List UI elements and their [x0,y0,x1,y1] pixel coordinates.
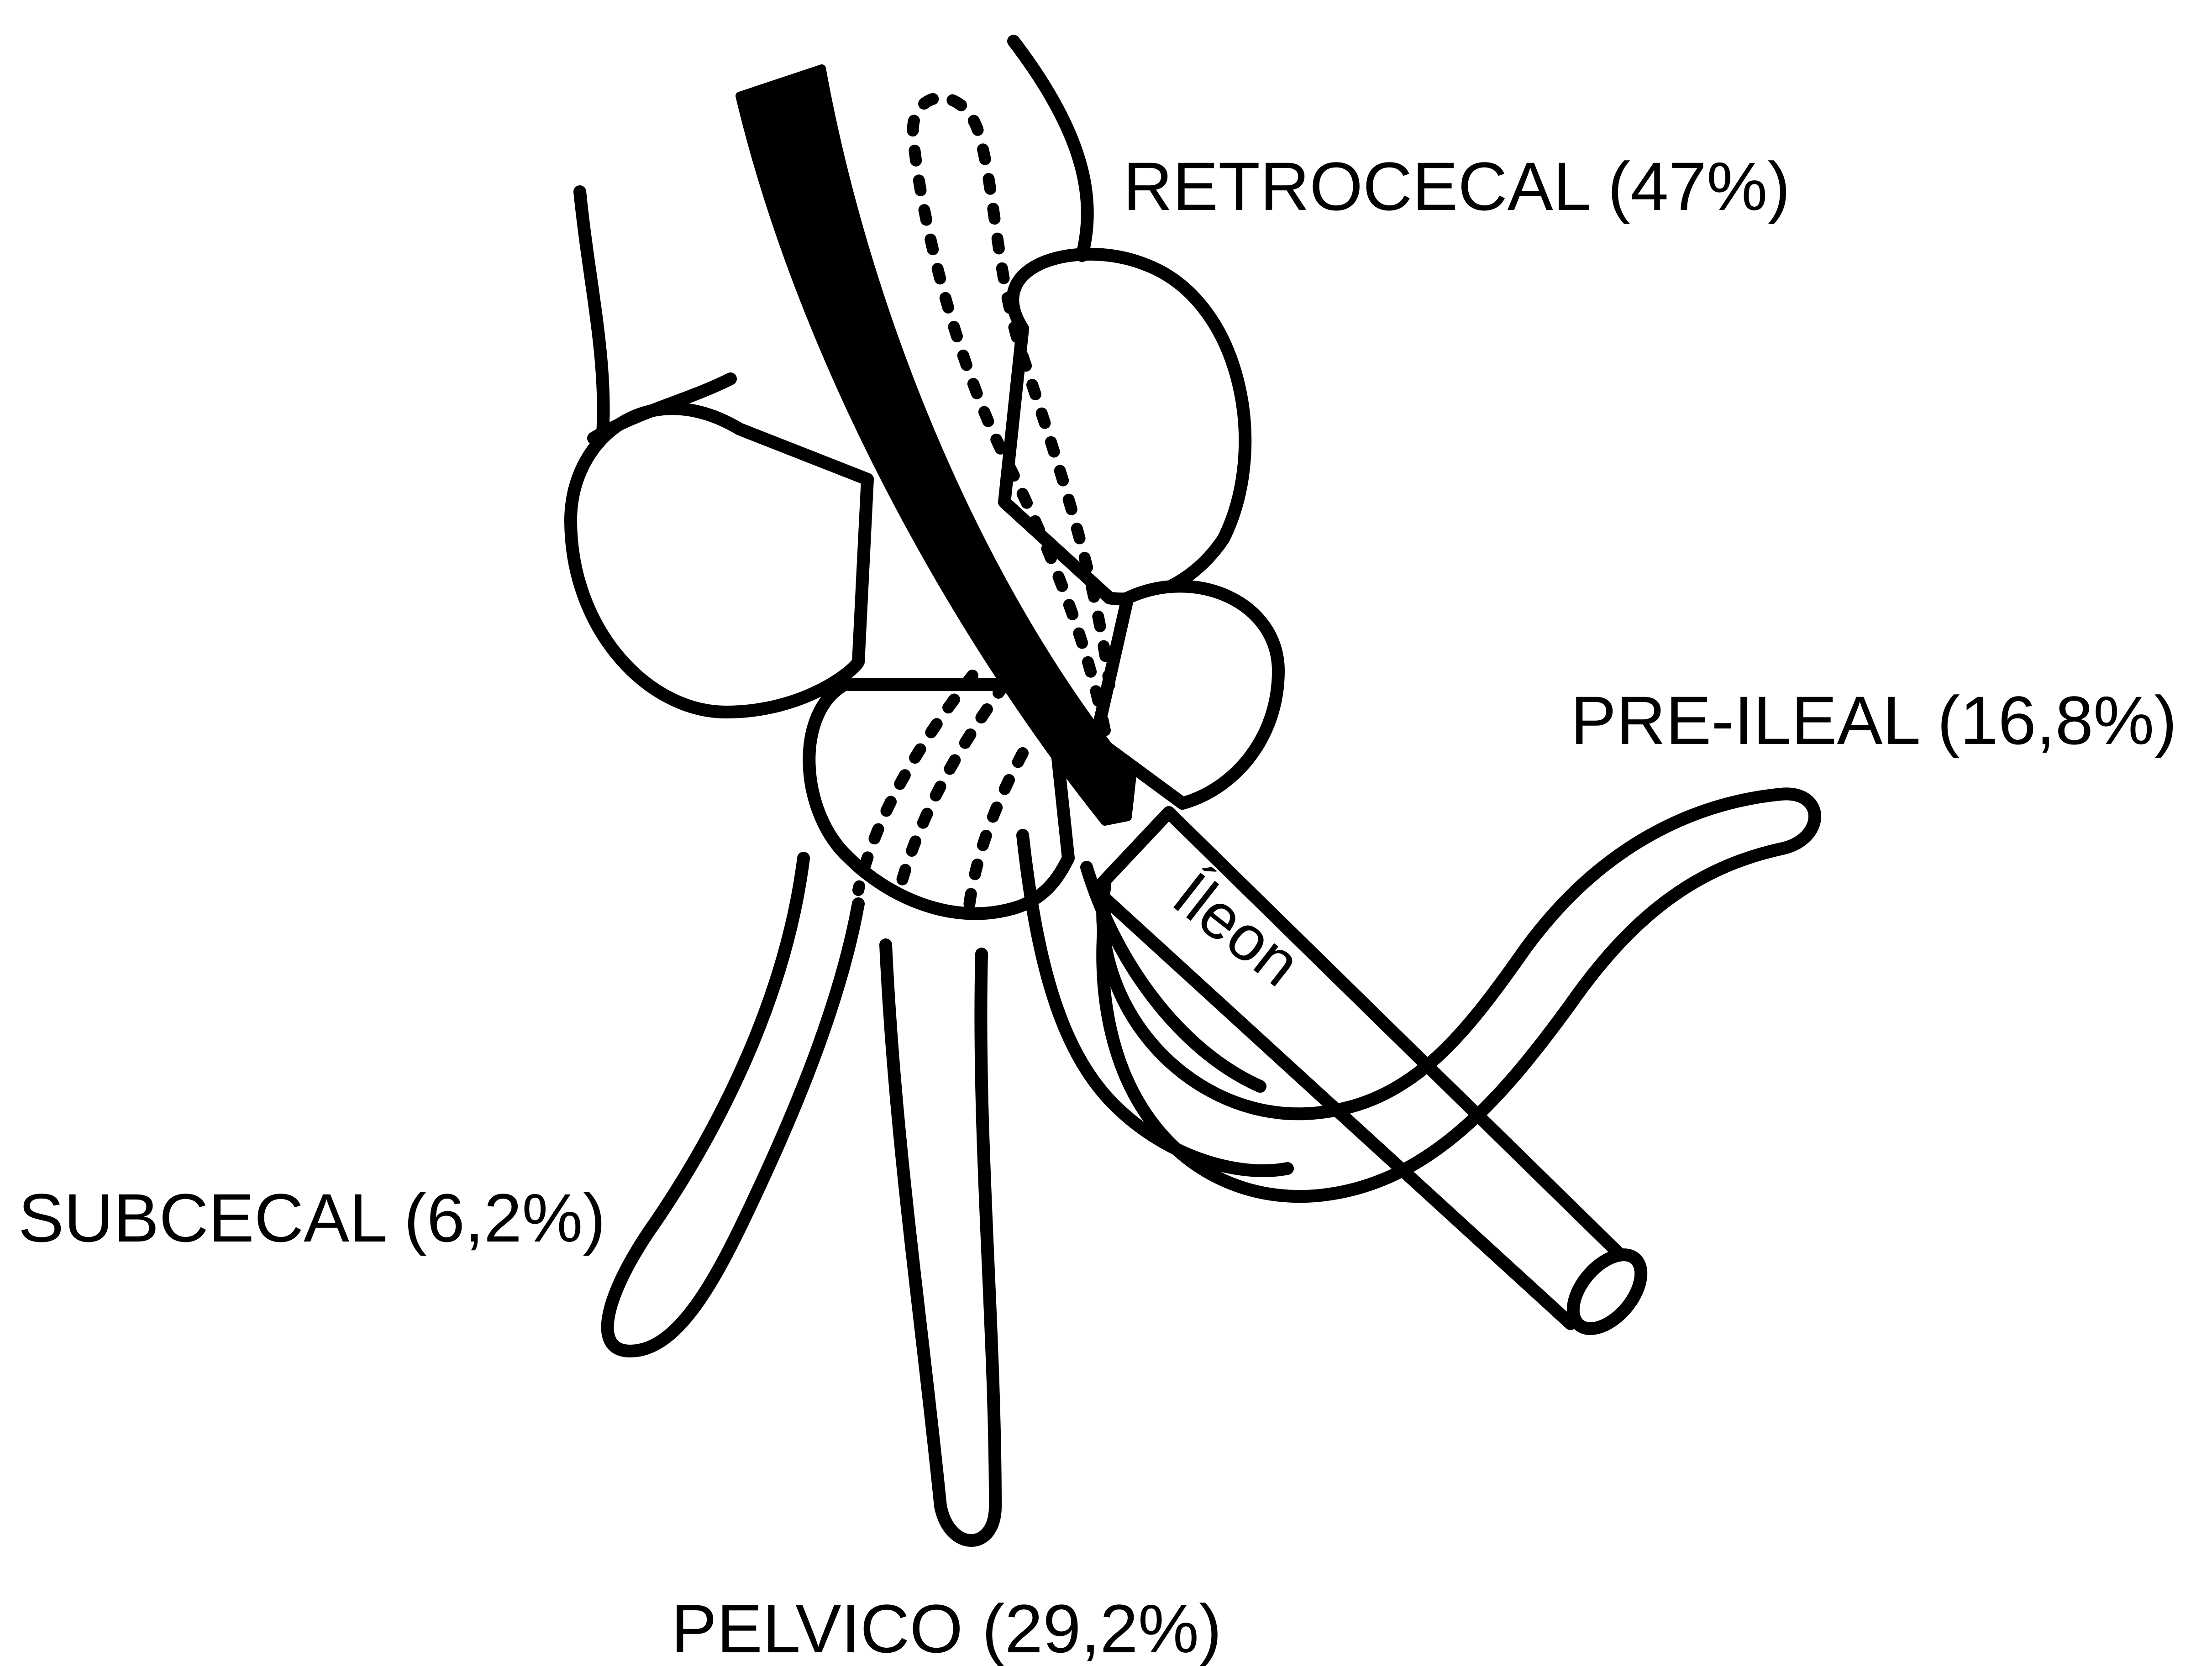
pelvic-appendix-left [886,945,995,1540]
label-pelvico: PELVICO (29,2%) [671,1590,1222,1666]
cecum-taenia-right [1014,41,1088,256]
label-subcecal: SUBCECAL (6,2%) [18,1179,606,1256]
label-retrocecal: RETROCECAL (47%) [1123,148,1790,225]
cecum-lobe-left [571,409,867,712]
cecum-taenia-left [580,192,604,434]
subcecal-appendix [608,858,858,1351]
label-preileal: PRE-ILEAL (16,8%) [1571,682,2177,759]
